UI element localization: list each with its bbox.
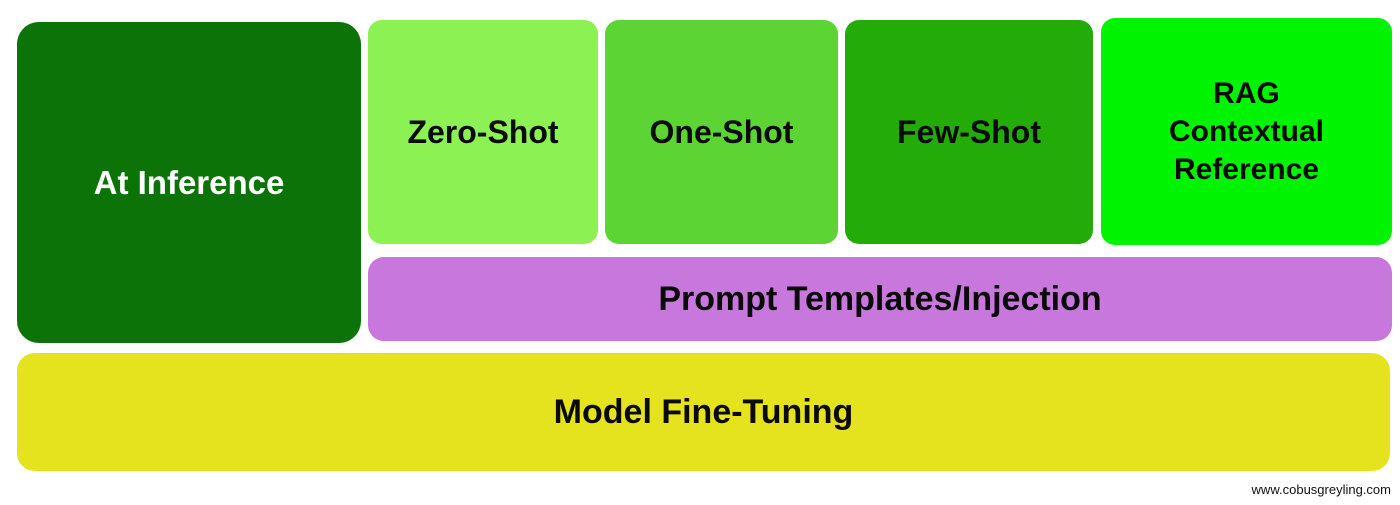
block-rag-label-line2: Contextual — [1168, 114, 1324, 148]
block-rag-label: RAG Contextual Reference — [1169, 75, 1324, 189]
block-rag-contextual-reference: RAG Contextual Reference — [1101, 18, 1392, 245]
block-model-fine-tuning-label: Model Fine-Tuning — [553, 392, 854, 431]
block-model-fine-tuning: Model Fine-Tuning — [17, 353, 1390, 471]
watermark-url: www.cobusgreyling.com — [1251, 482, 1391, 497]
block-rag-label-line1: RAG — [1213, 76, 1280, 110]
block-one-shot-label: One-Shot — [649, 113, 794, 150]
block-zero-shot-label: Zero-Shot — [407, 113, 559, 150]
block-rag-label-line3: Reference — [1173, 152, 1320, 186]
block-prompt-templates-injection: Prompt Templates/Injection — [368, 257, 1392, 341]
block-few-shot: Few-Shot — [845, 20, 1093, 244]
block-few-shot-label: Few-Shot — [897, 113, 1041, 150]
block-prompt-templates-label: Prompt Templates/Injection — [658, 279, 1102, 318]
block-zero-shot: Zero-Shot — [368, 20, 598, 244]
block-at-inference: At Inference — [17, 22, 361, 343]
block-at-inference-label: At Inference — [93, 163, 285, 201]
block-one-shot: One-Shot — [605, 20, 838, 244]
